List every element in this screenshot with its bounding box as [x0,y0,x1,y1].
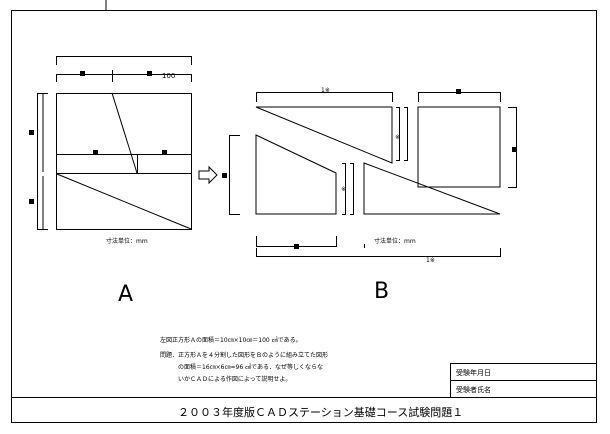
transform-arrow-icon [198,165,218,185]
dim-marker [162,150,167,155]
sheet-title: ２００３年度版ＣＡＤステーション基礎コース試験問題１ [178,405,463,419]
figure-b-trapezoid-left [255,134,337,215]
figure-b-dim-top-left [256,92,393,102]
figure-b-dim-gap-3 [342,163,346,215]
figure-a-dim-markers [29,71,167,204]
figure-b-label: B [374,279,389,304]
problem-line-4: いかＣＡＤによる作図によって説明せよ。 [178,375,291,383]
dim-marker [512,147,517,152]
figure-b-dim-gap-4 [350,163,354,215]
dim-marker [29,130,34,135]
answer-box: 受験年月日 受験者氏名 [450,363,597,398]
dim-marker [294,244,299,249]
problem-line-3: の面積＝16㎝×6㎝=96 ㎠である．なぜ等しくならな [178,363,323,371]
figure-b-dim-gap-1 [396,107,400,161]
examinee-name-label: 受験者氏名 [456,385,491,394]
figure-a-dim-left-outer [37,93,45,230]
dim-marker [93,150,98,155]
figure-b-dim-markers [222,89,517,249]
figure-b-dim-left [229,135,240,215]
exam-date-label: 受験年月日 [456,368,491,377]
problem-line-1: 左図正方形Ａの面積＝10㎝×10㎝＝100 ㎠である。 [160,336,302,344]
figure-b-dim-side-value-2: ※ [341,186,346,193]
figure-a-trapezoid-cut [111,92,138,174]
figure-b-dim-gap-2 [404,107,408,161]
figure-a-unit-note: 寸法単位：mm [106,237,148,245]
figure-b-dim-bottom-value: 1※ [426,257,435,264]
dim-marker [456,89,461,94]
figure-b-triangle-bottom [363,162,501,215]
figure-a-square [56,93,192,230]
figure-b-dim-side-value-1: ※ [395,134,400,141]
figure-b-triangle-top [255,106,393,164]
figure-a [37,56,192,230]
figure-b-trapezoid-right [417,106,501,188]
problem-text: 左図正方形Ａの面積＝10㎝×10㎝＝100 ㎠である。 問題．正方形Ａを４分割し… [160,336,328,383]
dim-marker [80,71,85,76]
figure-a-dim-top-inner [56,74,192,82]
dim-marker [29,199,34,204]
figure-a-dim-left-lower [42,176,48,230]
figure-b-unit-note: 寸法単位：mm [374,237,416,245]
figure-a-diagonal [56,173,192,230]
sheet-frame [11,10,597,423]
dim-marker [147,71,152,76]
figure-a-dim-top-outer [56,56,192,65]
figure-b-dim-top-value: 1※ [321,87,330,94]
figure-a-label: A [118,282,133,307]
figure-a-dim-left-upper [42,93,48,172]
figure-a-dim-top-value: 100 [162,72,175,80]
figure-b [229,92,517,257]
problem-line-2: 問題．正方形Ａを４分割した図形をＢのように組み立てた図形 [160,351,328,359]
dim-marker [222,173,227,178]
figure-b-dim-bottom-total [256,248,501,257]
